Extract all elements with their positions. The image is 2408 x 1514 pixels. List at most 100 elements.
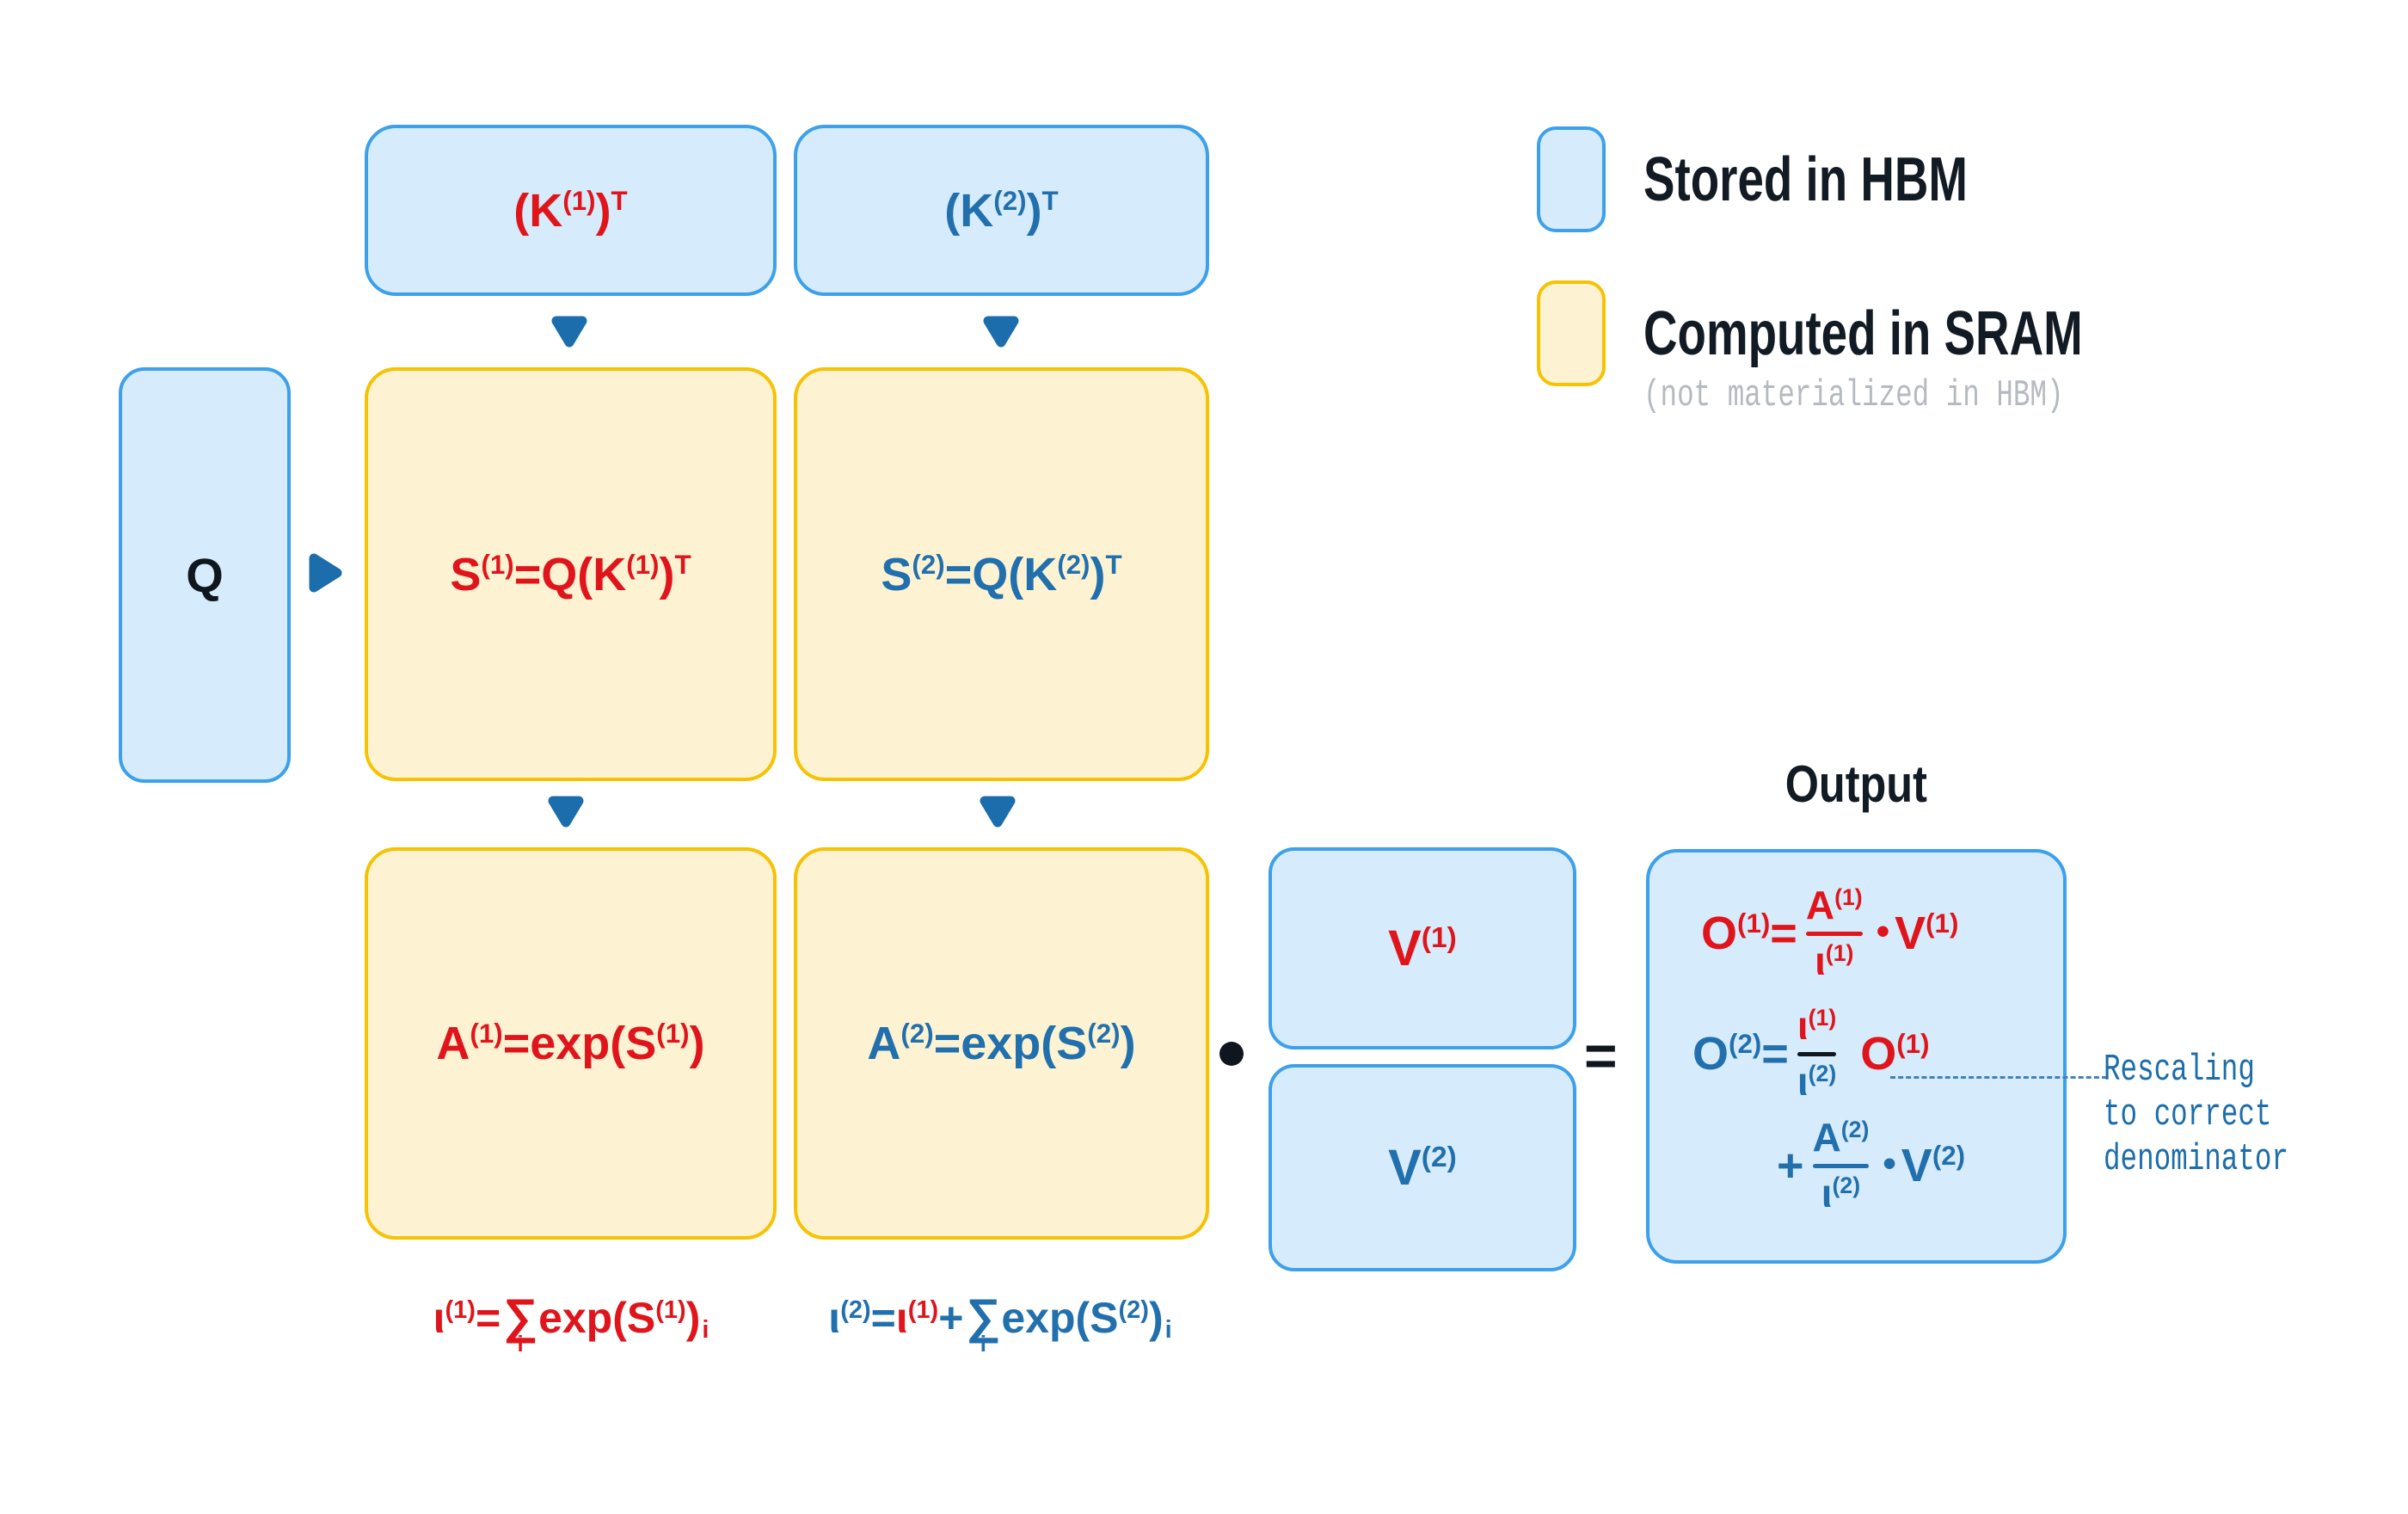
o2-rhs-group: O(1) [1860, 1031, 1929, 1077]
o3-num-sup: (2) [1840, 1117, 1870, 1143]
matrix-k2-box: (K(2))T [794, 125, 1209, 296]
k2-close: ) [1026, 184, 1042, 237]
o3-den-sup: (2) [1832, 1172, 1861, 1198]
matrix-s2-box: S(2)=Q(K(2))T [794, 367, 1209, 781]
l2-mid: exp(S [1001, 1294, 1119, 1342]
o2-rhs: O [1860, 1028, 1897, 1080]
matrix-q-label: Q [186, 547, 224, 602]
s1-mid: =Q(K [513, 548, 627, 600]
l2-prev: ι(1) [896, 1294, 938, 1342]
matrix-q-box: Q [119, 367, 291, 783]
o3-num: A [1812, 1115, 1841, 1160]
legend-sram-text-col: Computed in SRAM (not materialized in HB… [1606, 280, 2221, 415]
k2-transpose: T [1041, 185, 1059, 216]
a1-sup1: (1) [470, 1019, 503, 1049]
o1-num: A [1805, 883, 1835, 927]
o1-den-sup: (1) [1825, 939, 1854, 966]
o1-rhs: V [1895, 908, 1926, 960]
k1-close: ) [595, 184, 611, 237]
equals-operator: = [1584, 1024, 1618, 1087]
s1-transpose: T [674, 549, 691, 580]
s2-mid: =Q(K [944, 548, 1058, 600]
v1-lhs: V [1388, 920, 1422, 976]
l2-lhs: ι [828, 1294, 841, 1342]
o2-rhs-sup: (1) [1896, 1029, 1930, 1060]
matrix-k1-label: (K(1))T [513, 188, 627, 234]
arrow-down-icon [551, 316, 587, 348]
o2-lhs: O [1692, 1028, 1729, 1080]
o1-lhs: O [1701, 908, 1738, 960]
o1-fraction: A(1)ι(1) [1805, 883, 1863, 984]
s2-close: ) [1090, 548, 1106, 600]
s1-close: ) [659, 548, 675, 600]
matrix-v2-label: V(2) [1388, 1139, 1457, 1196]
arrow-down-icon [548, 796, 584, 828]
o3-fraction-bar [1812, 1163, 1870, 1168]
arrow-right-icon [309, 553, 342, 593]
k1-transpose: T [611, 185, 628, 216]
o2-lhs-sup: (2) [1729, 1029, 1762, 1060]
a1-lhs: A [436, 1018, 470, 1069]
l1-mid: exp(S [538, 1294, 656, 1342]
dot-product-icon: • [1876, 910, 1890, 953]
output-title-text: Output [1784, 755, 1928, 813]
output-title: Output [1646, 759, 2067, 810]
legend-label-sram-text: Computed in SRAM [1643, 299, 2083, 368]
matrix-v1-box: V(1) [1268, 847, 1576, 1049]
sram-swatch-icon [1537, 280, 1606, 386]
o2-eq: = [1761, 1028, 1789, 1080]
k1-open: (K [513, 184, 563, 237]
matrix-s1-box: S(1)=Q(K(1))T [365, 367, 777, 781]
a1-sup2: (1) [656, 1019, 690, 1049]
k2-open: (K [944, 184, 994, 237]
o1-num-sup: (1) [1834, 884, 1863, 910]
o1-den: ι [1815, 938, 1826, 983]
o2-num: ι [1797, 1003, 1809, 1049]
matrix-a2-label: A(2)=exp(S(2)) [867, 1020, 1135, 1067]
o2-fraction-bar [1797, 1051, 1837, 1056]
output-line2: O(2)= ι(1)ι(2) O(1) [1692, 1003, 2063, 1104]
annotation-connector-line [1890, 1076, 2107, 1079]
o3-plus: + [1777, 1140, 1804, 1192]
output-line3: + A(2)ι(2) • V(2) [1777, 1115, 2063, 1216]
sum-icon: ∑ [966, 1289, 1001, 1343]
o2-lhs-group: O(2)= [1692, 1031, 1789, 1077]
legend-label-sram: Computed in SRAM [1643, 303, 2221, 365]
matrix-k1-box: (K(1))T [365, 125, 777, 296]
s2-sup2: (2) [1057, 549, 1090, 580]
v2-lhs: V [1388, 1139, 1422, 1196]
o3-rhs: V [1901, 1140, 1932, 1192]
matmul-dot-operator [1219, 1042, 1244, 1066]
hbm-swatch-icon [1537, 126, 1606, 232]
v2-sup: (2) [1421, 1142, 1457, 1174]
matrix-a1-label: A(1)=exp(S(1)) [436, 1020, 704, 1067]
annotation-line-3: denominator [2104, 1138, 2288, 1181]
matrix-s1-label: S(1)=Q(K(1))T [450, 551, 691, 598]
annotation-line-2: to correct [2104, 1093, 2272, 1136]
matrix-s2-label: S(2)=Q(K(2))T [881, 551, 1121, 598]
sum-icon: ∑ [503, 1289, 538, 1343]
matrix-v1-label: V(1) [1388, 922, 1457, 974]
l1-sup1: (1) [445, 1296, 476, 1324]
l2-sum-index: i [980, 1332, 986, 1357]
l1-eq: = [475, 1294, 501, 1342]
arrow-down-icon [980, 796, 1016, 828]
a2-mid: =exp(S [933, 1018, 1088, 1069]
o2-numerator: ι(1) [1797, 1003, 1836, 1049]
k1-sup: (1) [562, 185, 596, 216]
legend-label-hbm-text: Stored in HBM [1643, 145, 1968, 214]
v1-sup: (1) [1421, 922, 1457, 955]
o2-den-sup: (2) [1808, 1060, 1837, 1086]
l1-sup2: (1) [655, 1296, 686, 1324]
l2-sup1: (2) [840, 1296, 871, 1324]
a2-lhs: A [867, 1018, 901, 1069]
o2-den: ι [1797, 1058, 1809, 1104]
o1-denominator: ι(1) [1815, 939, 1853, 984]
o3-fraction: A(2)ι(2) [1812, 1115, 1870, 1216]
o3-rhs-sup: (2) [1932, 1141, 1966, 1172]
l2-eq: = [870, 1294, 896, 1342]
a2-close: ) [1120, 1018, 1136, 1069]
